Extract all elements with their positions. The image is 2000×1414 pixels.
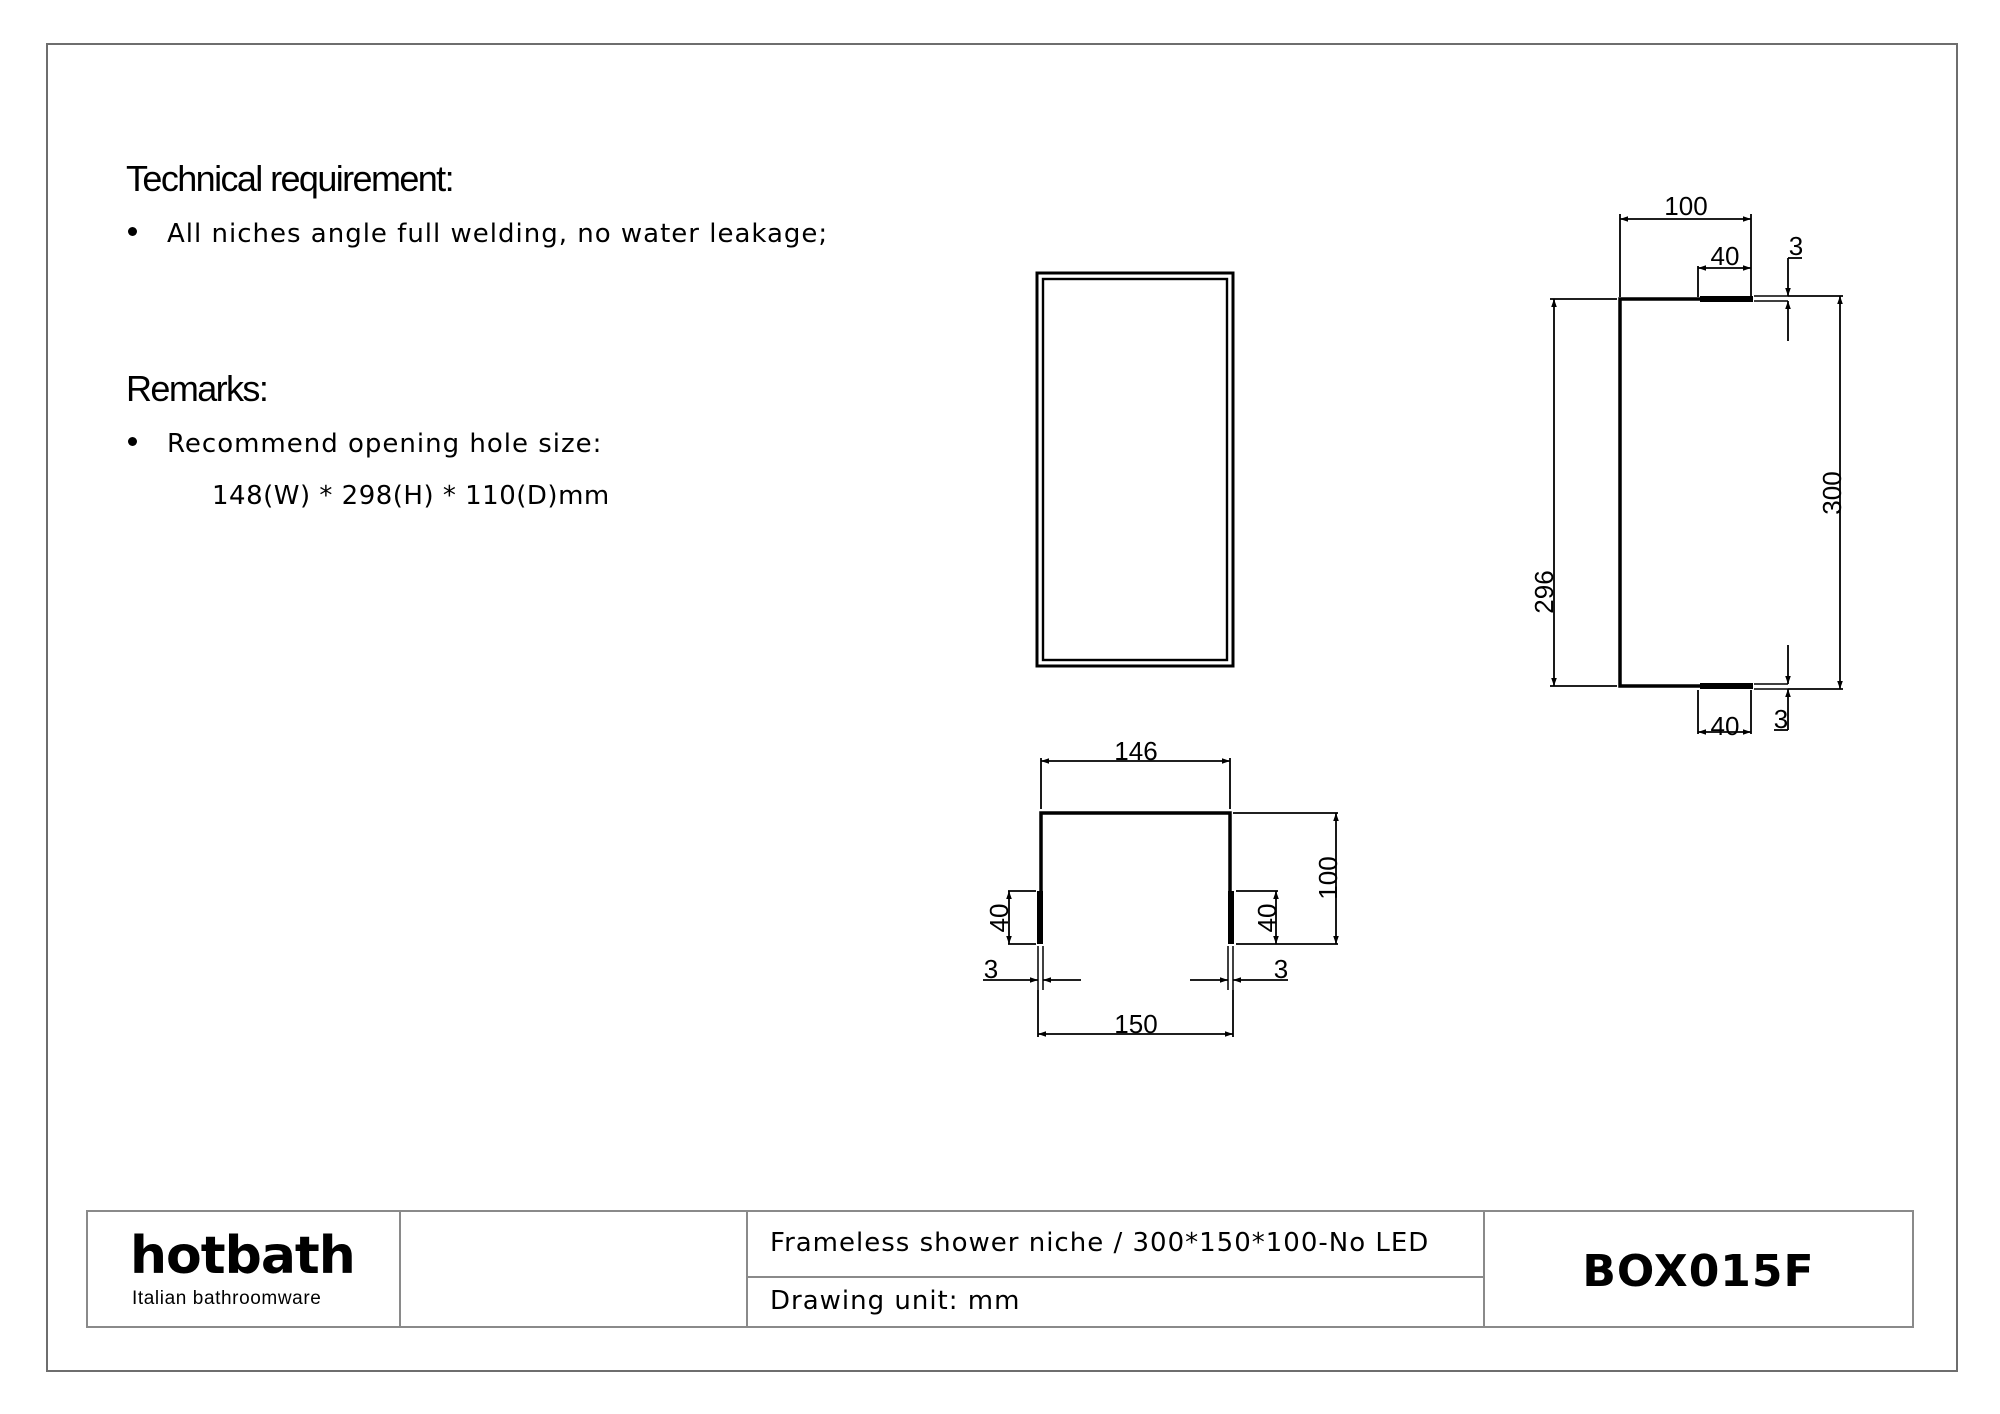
brand-tagline: Italian bathroomware (132, 1288, 322, 1309)
bullet-icon (128, 437, 137, 446)
dim-flange-bottom: 40 (1711, 711, 1740, 741)
product-description: Frameless shower niche / 300*150*100-No … (770, 1228, 1430, 1258)
side-view-dimension-labels: 100 40 3 296 300 40 3 (1529, 191, 1847, 741)
dim-flange-left: 40 (984, 904, 1014, 933)
side-view (1550, 214, 1843, 735)
drawing-unit: Drawing unit: mm (770, 1286, 1021, 1316)
top-view (983, 758, 1339, 1037)
top-view-dimension-labels: 146 100 40 40 3 3 150 (984, 736, 1343, 1039)
dim-outer-width: 150 (1114, 1009, 1157, 1039)
title-block: hotbath Italian bathroomware Frameless s… (86, 1210, 1914, 1328)
dim-inner-width: 146 (1114, 736, 1157, 766)
opening-hole-size: 148(W) * 298(H) * 110(D)mm (212, 481, 610, 511)
logo-cell: hotbath Italian bathroomware (88, 1212, 399, 1326)
technical-requirement-item: All niches angle full welding, no water … (128, 219, 828, 249)
dim-depth-top: 100 (1664, 191, 1707, 221)
brand-logo: hotbath (130, 1226, 356, 1286)
dim-flange-right: 40 (1252, 904, 1282, 933)
dim-height-inner: 296 (1529, 570, 1559, 613)
description-cell: Frameless shower niche / 300*150*100-No … (746, 1212, 1483, 1326)
dim-thickness-right: 3 (1274, 954, 1288, 984)
dim-height-outer: 300 (1817, 471, 1847, 514)
remarks-text: Recommend opening hole size: (167, 429, 603, 459)
product-code-cell: BOX015F (1483, 1212, 1912, 1326)
drawing-frame (46, 43, 1958, 1372)
front-view (1035, 271, 1235, 668)
dim-thickness-bottom: 3 (1774, 704, 1788, 734)
description-divider (748, 1276, 1483, 1278)
technical-requirement-heading: Technical requirement: (126, 158, 455, 199)
dim-thickness-top: 3 (1789, 231, 1803, 261)
remarks-item: Recommend opening hole size: (128, 429, 602, 459)
bullet-icon (128, 227, 137, 236)
dim-thickness-left: 3 (984, 954, 998, 984)
dim-flange-top: 40 (1711, 241, 1740, 271)
blank-cell (399, 1212, 746, 1326)
dim-depth: 100 (1313, 856, 1343, 899)
product-code: BOX015F (1582, 1246, 1815, 1297)
technical-requirement-text: All niches angle full welding, no water … (167, 219, 829, 249)
remarks-heading: Remarks: (126, 368, 269, 409)
